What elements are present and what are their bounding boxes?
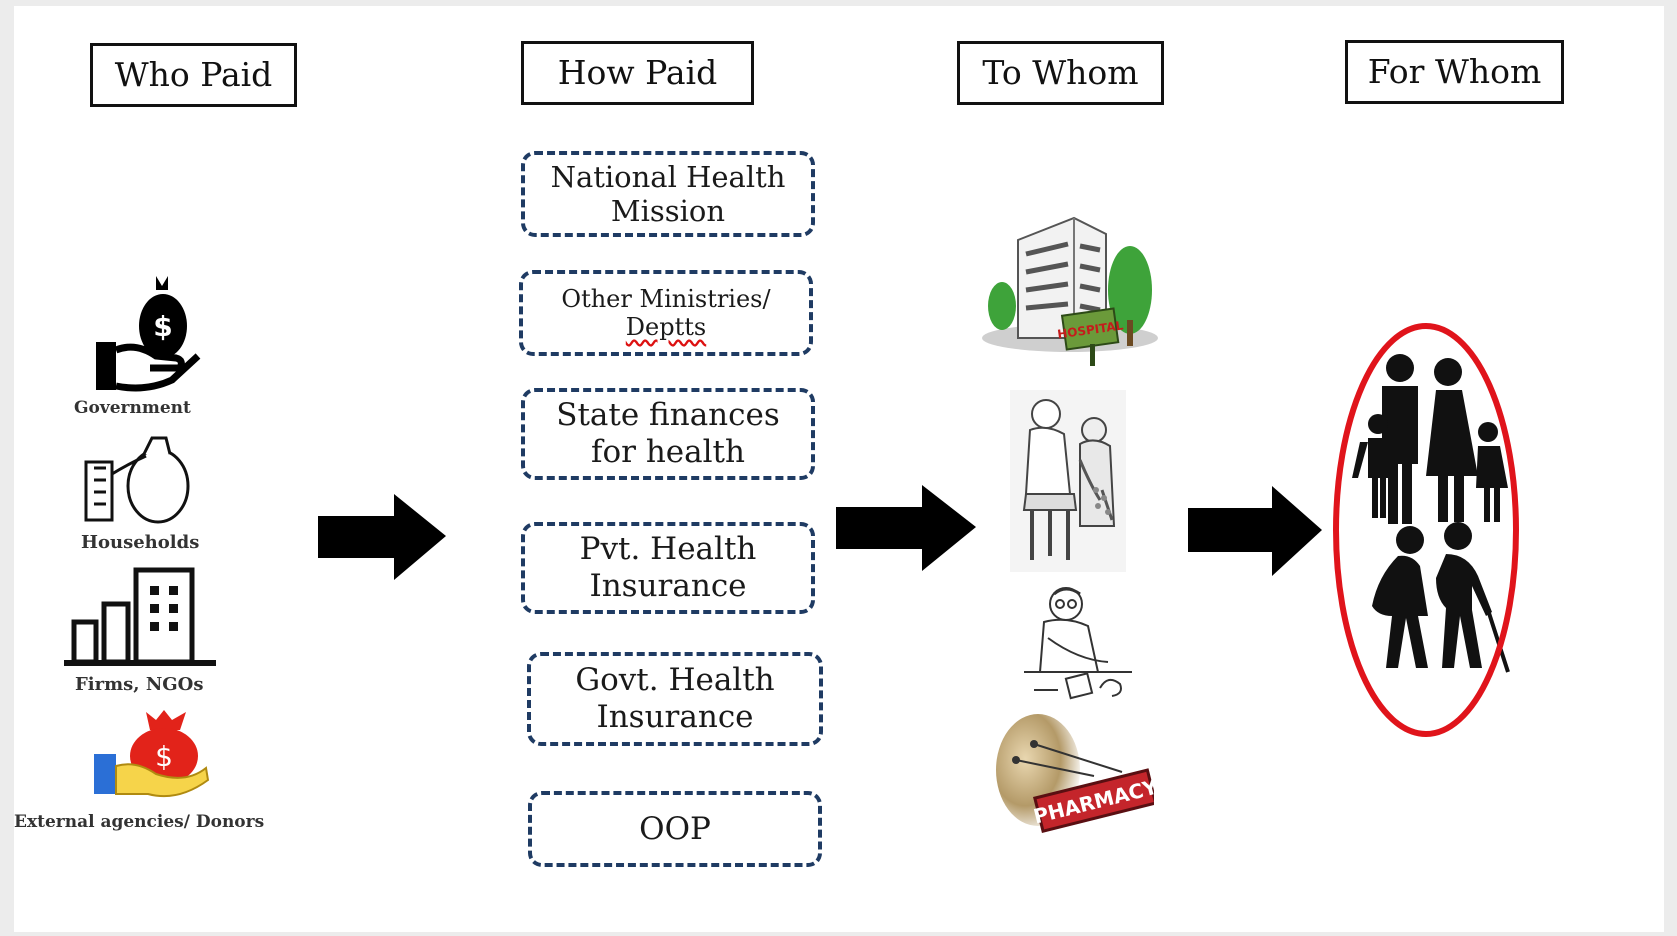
- header-who-paid: Who Paid: [90, 43, 297, 107]
- mechanism-oop-label: OOP: [639, 810, 711, 847]
- hospital-icon: HOSPITAL: [980, 210, 1160, 380]
- people-ellipse: [1328, 320, 1524, 740]
- arrow-1: [318, 494, 450, 584]
- money-bag-hand-icon: $: [92, 268, 202, 398]
- mechanism-govt-insurance-line2: Insurance: [596, 699, 754, 735]
- mechanism-state-finances-line2: for health: [591, 434, 745, 470]
- svg-text:$: $: [155, 740, 173, 773]
- hand-cash-bag-icon: [84, 424, 196, 534]
- mechanism-oop: OOP: [528, 791, 822, 867]
- mechanism-other-ministries-line2: Deptts: [625, 313, 707, 341]
- mechanism-state-finances: State finances for health: [521, 388, 815, 480]
- doctor-at-desk-icon: [1014, 578, 1138, 704]
- mechanism-nhm: National Health Mission: [521, 151, 815, 237]
- mechanism-pvt-insurance-line2: Insurance: [589, 568, 747, 604]
- payer-external-label: External agencies/ Donors: [14, 812, 265, 832]
- payer-households-label: Households: [81, 532, 200, 553]
- payer-firms-label: Firms, NGOs: [75, 674, 204, 695]
- mechanism-pvt-insurance: Pvt. Health Insurance: [521, 522, 815, 614]
- payer-government-label: Government: [74, 398, 191, 418]
- mechanism-govt-insurance-line1: Govt. Health: [575, 662, 775, 699]
- mechanism-govt-insurance: Govt. Health Insurance: [527, 652, 823, 746]
- arrow-2: [836, 485, 978, 575]
- pharmacy-sign-icon: PHARMACY: [994, 714, 1160, 842]
- building-chart-icon: [64, 566, 216, 670]
- mechanism-other-ministries-line1: Other Ministries/: [561, 284, 771, 313]
- header-how-paid: How Paid: [521, 41, 754, 105]
- diagram-canvas: Who Paid How Paid To Whom For Whom $ Gov…: [14, 6, 1664, 932]
- mechanism-nhm-line2: Mission: [610, 194, 726, 228]
- mechanism-state-finances-line1: State finances: [556, 397, 780, 434]
- nurse-with-patient-icon: [1010, 390, 1126, 572]
- svg-text:$: $: [153, 310, 172, 343]
- header-for-whom: For Whom: [1345, 40, 1564, 104]
- mechanism-nhm-line1: National Health: [550, 159, 786, 194]
- arrow-3: [1188, 486, 1324, 580]
- donor-money-bag-icon: $: [92, 706, 210, 802]
- mechanism-other-ministries: Other Ministries/ Deptts: [519, 270, 813, 356]
- header-to-whom: To Whom: [957, 41, 1164, 105]
- mechanism-pvt-insurance-line1: Pvt. Health: [579, 531, 757, 568]
